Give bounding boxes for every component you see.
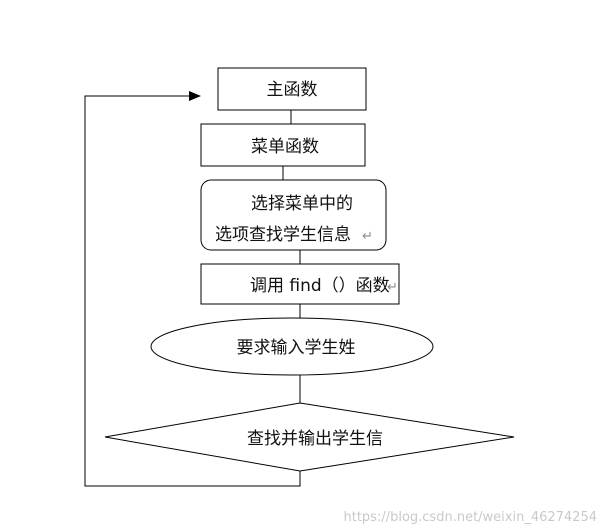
menu-function-box — [200, 123, 366, 167]
main-function-label: 主函数 — [267, 80, 318, 100]
select-menu-label-line1: 选择菜单中的 — [251, 194, 353, 214]
paragraph-mark: ↵ — [387, 280, 398, 295]
select-menu-label-line2: 选项查找学生信息 — [215, 225, 351, 245]
watermark: https://blog.csdn.net/weixin_46274254 — [343, 510, 597, 525]
menu-function-label: 菜单函数 — [251, 137, 319, 157]
ask-name-label: 要求输入学生姓 — [237, 338, 356, 358]
select-menu-box — [200, 179, 387, 251]
find-output-diamond — [104, 402, 515, 472]
paragraph-mark: ↵ — [362, 229, 373, 244]
ask-name-ellipse — [150, 317, 434, 376]
call-find-box — [200, 263, 400, 305]
main-function-box — [217, 67, 367, 111]
find-output-label: 查找并输出学生信 — [247, 429, 383, 449]
call-find-label: 调用 find（）函数 — [250, 276, 390, 296]
loop-back-arrow — [84, 91, 301, 487]
